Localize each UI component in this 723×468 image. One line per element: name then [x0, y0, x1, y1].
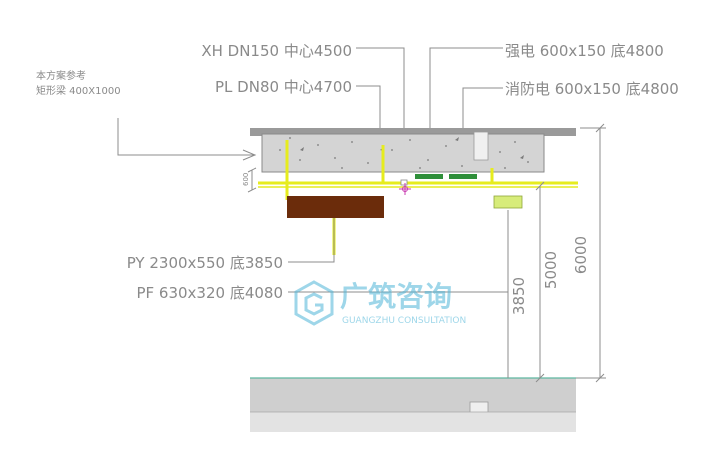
pipes — [258, 140, 578, 200]
concrete-hatch — [279, 137, 529, 169]
duct-pf — [493, 195, 523, 209]
watermark: 广筑咨询 GUANGZHU CONSULTATION — [294, 280, 466, 326]
upper-slab — [250, 128, 576, 136]
floor-base — [250, 412, 576, 432]
floor-slab — [250, 378, 576, 412]
dim-duct-bottom: 3850 — [510, 277, 528, 315]
label-pf: PF 630x320 底4080 — [136, 284, 283, 302]
dim-beam-height: 600 — [242, 173, 250, 186]
concrete-beam — [261, 133, 545, 173]
label-xh: XH DN150 中心4500 — [201, 42, 352, 60]
label-beam-note-2: 矩形梁 400X1000 — [36, 84, 121, 97]
fitting — [400, 179, 408, 186]
dim-cable-tray-bottom: 5000 — [542, 251, 560, 289]
label-fire-power: 消防电 600x150 底4800 — [505, 80, 679, 98]
duct-py — [287, 196, 384, 218]
watermark-logo-icon — [294, 280, 334, 326]
cable-tray-strong — [415, 174, 443, 179]
crosshair-marker — [399, 183, 411, 195]
label-py: PY 2300x550 底3850 — [127, 254, 283, 272]
watermark-brand: 广筑咨询 — [340, 280, 452, 313]
watermark-english: GUANGZHU CONSULTATION — [342, 316, 466, 326]
label-beam-note-1: 本方案参考 — [36, 69, 86, 82]
cable-tray-fire — [449, 174, 477, 179]
beam-opening — [473, 131, 489, 161]
dimension-lines — [247, 123, 606, 383]
label-strong-power: 强电 600x150 底4800 — [505, 42, 664, 60]
label-pl: PL DN80 中心4700 — [215, 78, 352, 96]
dim-floor-height: 6000 — [572, 236, 590, 274]
